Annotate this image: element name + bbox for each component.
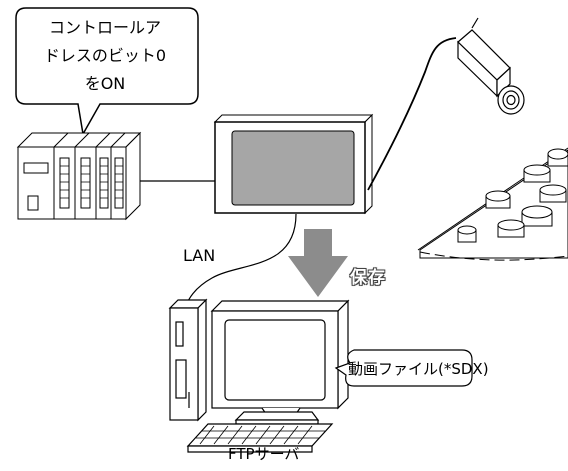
file-label-box — [334, 349, 473, 387]
security-camera-icon — [457, 17, 525, 115]
callout-bubble — [15, 7, 199, 137]
lan-label: LAN — [183, 246, 216, 265]
plc-unit-icon — [16, 131, 142, 221]
ftp-server-computer-icon — [168, 298, 350, 453]
save-label: 保存 — [350, 268, 386, 288]
down-arrow-icon — [288, 229, 348, 297]
callout-text: コントロールア ドレスのビット0 をON — [16, 14, 194, 98]
video-file-label: 動画ファイル(*SDX) — [348, 360, 489, 378]
callout-line-3: をON — [84, 74, 126, 93]
ftp-server-label: FTPサーバ — [228, 445, 300, 463]
machine-panel-icon — [417, 147, 568, 261]
camera-cable — [367, 37, 457, 191]
lan-cable — [185, 213, 297, 307]
touch-panel-display-icon — [213, 113, 374, 215]
callout-line-2: ドレスのビット0 — [43, 46, 167, 65]
callout-line-1: コントロールア — [48, 18, 161, 37]
